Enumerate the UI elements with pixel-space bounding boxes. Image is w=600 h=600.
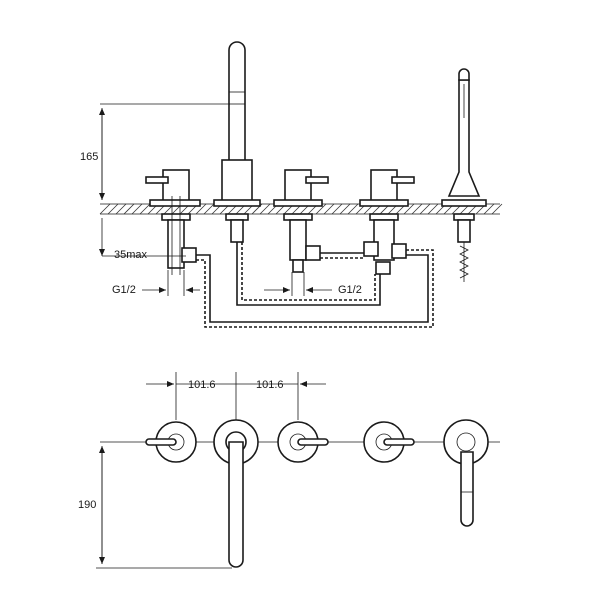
dimension-thread-right: G1/2 — [264, 272, 362, 296]
dimension-35max: 35max — [99, 218, 186, 261]
dim-label-thread-right: G1/2 — [338, 284, 362, 296]
hand-shower — [441, 68, 487, 282]
hatch-line — [203, 203, 215, 215]
hatch-line — [139, 203, 151, 215]
dimension-165: 165 — [80, 103, 230, 200]
dim-label-thread-left: G1/2 — [112, 284, 136, 296]
hatch-line — [331, 203, 343, 215]
hatch-line — [419, 203, 431, 215]
hatch-line — [427, 203, 439, 215]
dim-label-spacing-2: 101.6 — [256, 379, 284, 391]
handle-center — [273, 169, 329, 273]
hatch-line — [483, 203, 495, 215]
spout — [213, 41, 261, 243]
dim-label-165: 165 — [80, 151, 98, 163]
side-view: 165 35max G1/2 G1/2 — [80, 41, 503, 328]
top-spout — [213, 419, 259, 568]
hatch-line — [323, 203, 335, 215]
top-hand-shower — [443, 419, 489, 527]
hatch-line — [99, 203, 111, 215]
top-handle-left — [145, 421, 197, 463]
handle-left — [145, 169, 201, 275]
hatch-line — [339, 203, 351, 215]
dimension-spacing: 101.6 101.6 — [146, 372, 326, 420]
hatch-line — [347, 203, 359, 215]
top-handle-center — [277, 421, 329, 463]
hatch-line — [195, 203, 207, 215]
hatch-line — [315, 203, 327, 215]
dimension-thread-left: G1/2 — [112, 270, 200, 296]
top-view: 101.6 101.6 — [78, 372, 500, 569]
dimension-190: 190 — [78, 446, 232, 569]
hatch-line — [107, 203, 119, 215]
hatch-line — [491, 203, 503, 215]
hatch-line — [131, 203, 143, 215]
dim-label-35max: 35max — [114, 249, 148, 261]
dim-label-spacing-1: 101.6 — [188, 379, 216, 391]
hatch-line — [411, 203, 423, 215]
braided-hoses — [196, 242, 434, 328]
handle-right — [359, 169, 415, 275]
dim-label-190: 190 — [78, 499, 96, 511]
hatch-line — [259, 203, 271, 215]
hatch-line — [123, 203, 135, 215]
top-handle-right — [363, 421, 415, 463]
hatch-line — [115, 203, 127, 215]
hatch-line — [403, 203, 415, 215]
